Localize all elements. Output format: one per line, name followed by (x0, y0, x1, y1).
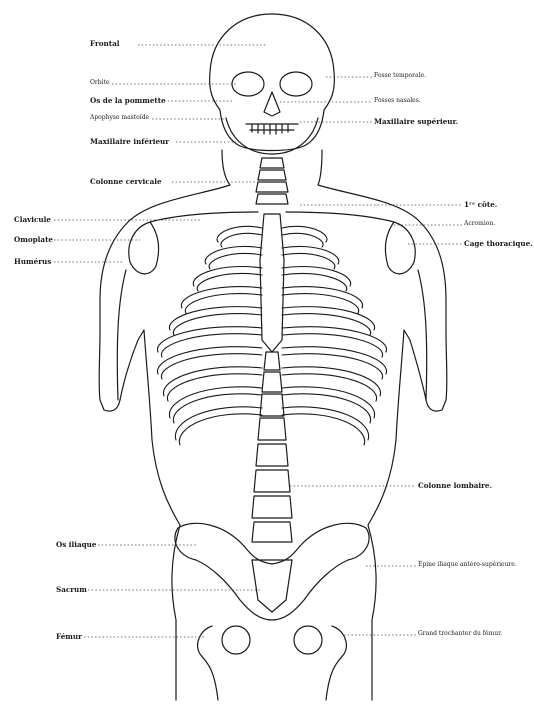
label-os-iliaque: Os iliaque (56, 541, 96, 548)
label-orbite: Orbite (90, 80, 110, 86)
rib-r-10 (282, 407, 369, 440)
body-outline-right (318, 150, 447, 700)
pelvis (175, 523, 369, 620)
clavicle-right (286, 212, 394, 222)
rib-l-4 (181, 287, 262, 308)
sacrum (252, 560, 292, 612)
label-colonne-lombaire: Colonne lombaire. (418, 482, 492, 489)
label-apophyse: Apophyse mastoïde (90, 115, 149, 121)
teeth (246, 124, 298, 134)
lumbar-spine (252, 444, 292, 542)
label-colonne-cervicale: Colonne cervicale (90, 178, 162, 185)
label-fosse-temporale: Fosse temporale. (374, 73, 426, 79)
rib-inner-l-4 (185, 294, 262, 313)
rib-inner-r-3 (282, 273, 347, 291)
rib-r-7 (282, 347, 387, 374)
sternum (260, 214, 284, 352)
thoracic-spine (258, 352, 286, 440)
obturator-left (222, 626, 250, 654)
label-maxillaire-inferieur: Maxillaire inférieur (90, 138, 169, 145)
label-epine-iliaque: Épine iliaque antéro-supérieure. (418, 562, 517, 568)
rib-l-9 (169, 387, 262, 418)
rib-r-2 (282, 246, 339, 264)
humerus-right (418, 270, 427, 400)
label-premiere-cote: 1ʳᵉ côte. (464, 201, 497, 208)
cervical-spine (256, 158, 288, 204)
label-femur: Fémur (56, 633, 82, 640)
rib-r-3 (282, 266, 351, 286)
label-omoplate: Omoplate (14, 236, 53, 243)
obturator-right (294, 626, 322, 654)
rib-l-7 (157, 347, 262, 374)
rib-r-9 (282, 387, 375, 418)
label-cage-thoracique: Cage thoracique. (464, 240, 533, 247)
label-frontal: Frontal (90, 40, 120, 47)
rib-inner-l-3 (197, 273, 262, 291)
label-grand-trochanter: Grand trochanter du fémur. (418, 631, 502, 637)
rib-r-8 (282, 367, 381, 396)
label-sacrum: Sacrum (56, 586, 87, 593)
label-humerus: Humérus (14, 258, 51, 265)
label-clavicule: Clavicule (14, 216, 51, 223)
scapula-left (129, 222, 159, 274)
orbit-right (280, 72, 312, 96)
label-maxillaire-superieur: Maxillaire supérieur. (374, 118, 458, 125)
femur-right (326, 626, 346, 700)
scapula-right (386, 222, 416, 274)
rib-inner-r-1 (282, 233, 323, 247)
label-fosses-nasales: Fosses nasales. (374, 98, 421, 104)
clavicle-left (150, 212, 258, 222)
rib-l-8 (163, 367, 262, 396)
femur-left (198, 626, 218, 700)
rib-l-10 (175, 407, 262, 440)
rib-inner-l-10 (179, 414, 262, 445)
nasal-cavity (264, 92, 280, 116)
rib-l-3 (193, 266, 262, 286)
rib-inner-r-4 (282, 294, 359, 313)
rib-inner-l-1 (221, 233, 262, 247)
label-pommette: Os de la pommette (90, 97, 166, 104)
rib-l-2 (205, 246, 262, 264)
rib-r-4 (282, 287, 363, 308)
rib-inner-r-10 (282, 414, 365, 445)
orbit-left (232, 72, 264, 96)
body-outline (99, 150, 230, 700)
label-acromion: Acromion. (464, 221, 495, 227)
